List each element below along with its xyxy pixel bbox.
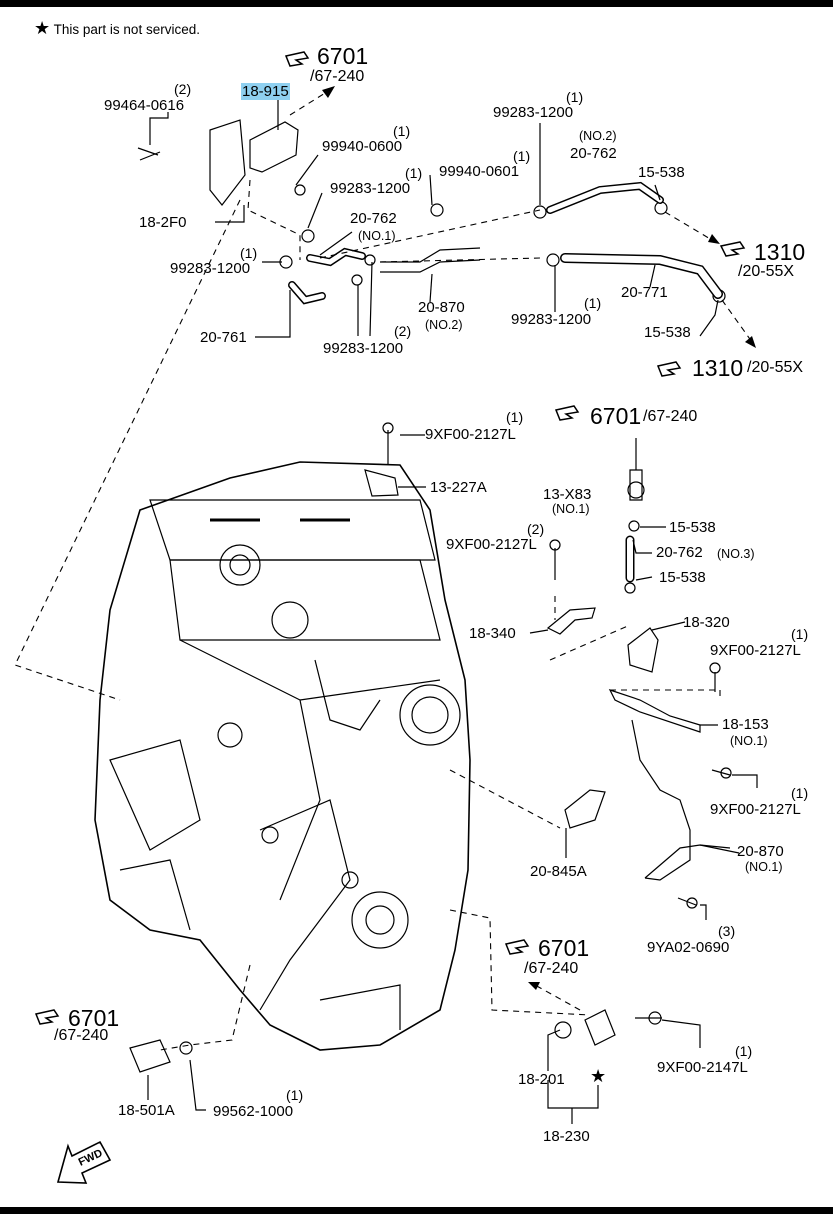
qty-99283-d: (1): [584, 295, 602, 311]
part-9xf00-2127l-a-label[interactable]: 9XF00-2127L: [425, 426, 516, 443]
part-18-320-label[interactable]: 18-320: [683, 614, 730, 631]
part-99940-0600-label[interactable]: 99940-0600: [322, 138, 403, 155]
part-20-762-no2-sub: (NO.2): [579, 129, 617, 143]
ref-6701-lower-sub: /67-240: [524, 960, 579, 977]
qty-99940-0601: (1): [405, 165, 423, 181]
part-20-845a-label[interactable]: 20-845A: [530, 863, 587, 880]
part-18-340-label[interactable]: 18-340: [469, 625, 516, 642]
qty-9xf-a: (1): [506, 409, 524, 425]
part-20-870-no1-label[interactable]: 20-870: [737, 843, 784, 860]
part-20-771-label[interactable]: 20-771: [621, 284, 668, 301]
part-15-538-d-label[interactable]: 15-538: [659, 569, 706, 586]
ref-6701-top[interactable]: 6701: [317, 43, 369, 69]
qty-9xf-d: (1): [791, 785, 809, 801]
ref-6701-left-sub: /67-240: [54, 1027, 109, 1044]
part-9xf00-2147l-label[interactable]: 9XF00-2147L: [657, 1059, 748, 1076]
top-border: [0, 0, 833, 7]
part-99283-1200-c-label[interactable]: 99283-1200: [170, 260, 251, 277]
part-9xf00-2127l-d-label[interactable]: 9XF00-2127L: [710, 801, 801, 818]
part-18-501a-label[interactable]: 18-501A: [118, 1102, 175, 1119]
part-20-762-no2-label[interactable]: 20-762: [570, 145, 617, 162]
ref-1310-a[interactable]: 1310: [754, 239, 806, 265]
part-13-x83-label[interactable]: 13-X83: [543, 486, 592, 503]
qty-99940-0600: (1): [393, 123, 411, 139]
part-20-762-no3-label[interactable]: 20-762: [656, 544, 703, 561]
qty-9ya02: (3): [718, 923, 736, 939]
qty-99464: (2): [174, 81, 192, 97]
ref-1310-a-sub: /20-55X: [738, 263, 795, 280]
part-20-762-no1-sub: (NO.1): [358, 229, 396, 243]
part-15-538-b-label[interactable]: 15-538: [644, 324, 691, 341]
part-18-230-label[interactable]: 18-230: [543, 1128, 590, 1145]
ref-6701-top-sub: /67-240: [310, 68, 365, 85]
qty-99562: (1): [286, 1087, 304, 1103]
part-18-153-sub: (NO.1): [730, 734, 768, 748]
part-13-x83-sub: (NO.1): [552, 502, 590, 516]
part-99940-0601-label[interactable]: 99940-0601: [439, 163, 520, 180]
ref-6701-lower[interactable]: 6701: [538, 935, 590, 961]
part-20-870-no2-label[interactable]: 20-870: [418, 299, 465, 316]
ref-6701-mid-sub: /67-240: [643, 408, 698, 425]
part-9xf00-2127l-b-label[interactable]: 9XF00-2127L: [446, 536, 537, 553]
part-20-762-no1-label[interactable]: 20-762: [350, 210, 397, 227]
part-99283-1200-a-label[interactable]: 99283-1200: [493, 104, 574, 121]
qty-9xf-c: (1): [791, 626, 809, 642]
ref-6701-mid[interactable]: 6701: [590, 403, 642, 429]
qty-9xf-b: (2): [527, 521, 545, 537]
part-18-153-label[interactable]: 18-153: [722, 716, 769, 733]
qty-9xf-2147: (1): [735, 1043, 753, 1059]
part-20-761-label[interactable]: 20-761: [200, 329, 247, 346]
qty-99283-a: (1): [566, 89, 584, 105]
ref-6701-left[interactable]: 6701: [68, 1005, 120, 1031]
part-15-538-c-label[interactable]: 15-538: [669, 519, 716, 536]
part-99464-0616-label[interactable]: 99464-0616: [104, 97, 185, 114]
part-18-915-label[interactable]: 18-915: [241, 83, 290, 100]
part-99562-1000-label[interactable]: 99562-1000: [213, 1103, 294, 1120]
part-99283-1200-d-label[interactable]: 99283-1200: [511, 311, 592, 328]
part-9xf00-2127l-c-label[interactable]: 9XF00-2127L: [710, 642, 801, 659]
not-serviced-note: ★ This part is not serviced.: [34, 18, 200, 39]
ref-1310-b-sub: /20-55X: [747, 359, 804, 376]
part-20-870-no1-sub: (NO.1): [745, 860, 783, 874]
part-20-762-no3-sub: (NO.3): [717, 547, 755, 561]
not-serviced-star-icon: ★: [590, 1066, 607, 1086]
qty-99283-e: (2): [394, 323, 412, 339]
bottom-border: [0, 1207, 833, 1214]
part-9ya02-0690-label[interactable]: 9YA02-0690: [647, 939, 730, 956]
part-20-870-no2-sub: (NO.2): [425, 318, 463, 332]
part-18-2f0-label[interactable]: 18-2F0: [139, 214, 187, 231]
part-15-538-a-label[interactable]: 15-538: [638, 164, 685, 181]
ref-1310-b[interactable]: 1310: [692, 355, 744, 381]
part-18-201-label[interactable]: 18-201: [518, 1071, 565, 1088]
part-99283-1200-e-label[interactable]: 99283-1200: [323, 340, 404, 357]
part-99283-1200-b-label[interactable]: 99283-1200: [330, 180, 411, 197]
note-text: This part is not serviced.: [53, 22, 200, 37]
qty-99283-b: (1): [513, 148, 531, 164]
qty-99283-c: (1): [240, 245, 258, 261]
part-13-227a-label[interactable]: 13-227A: [430, 479, 487, 496]
star-icon: ★: [34, 18, 51, 38]
